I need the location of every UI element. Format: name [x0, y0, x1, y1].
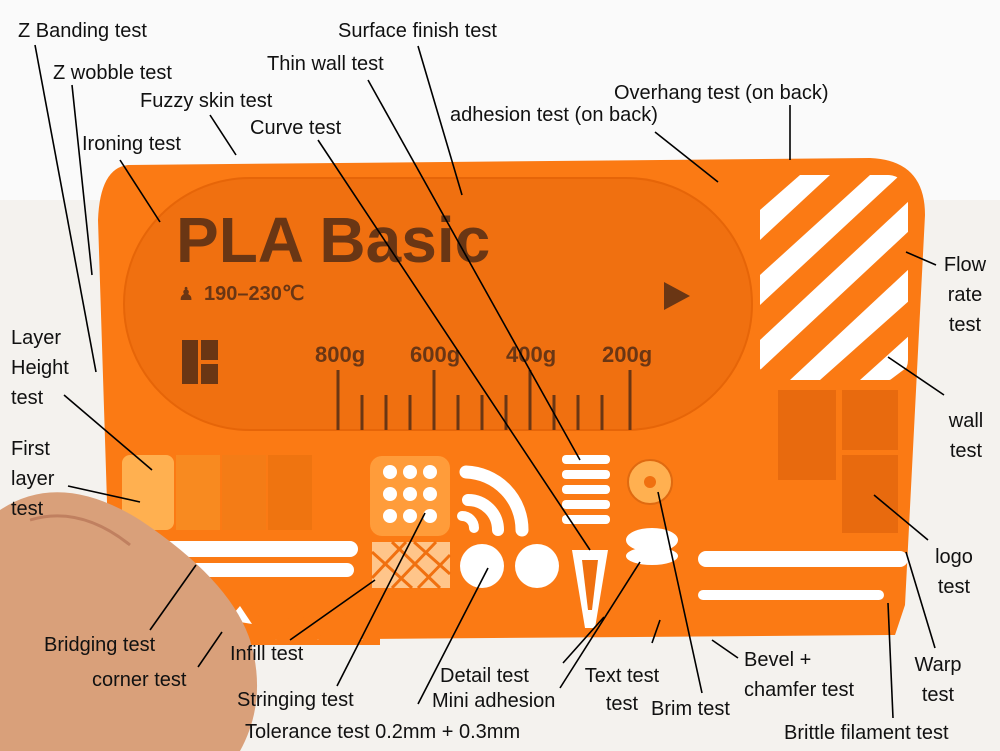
label-z-banding: Z Banding test	[18, 20, 147, 42]
brim-test-center	[644, 476, 656, 488]
label-infill: Infill test	[230, 643, 304, 665]
label-curve: Curve test	[250, 117, 342, 139]
scale-label-800g: 800g	[315, 342, 365, 367]
label-mini-adhesion: Mini adhesion	[432, 690, 556, 712]
label-tolerance: Tolerance test 0.2mm + 0.3mm	[245, 721, 521, 743]
mini-adhesion-top	[626, 528, 678, 552]
logo-mark-icon	[182, 340, 218, 384]
calibration-card: PLA Basic ♟ 190–230℃ 800g 600g 400g 200g	[98, 158, 925, 645]
scale-label-600g: 600g	[410, 342, 460, 367]
logo-test-block	[842, 455, 898, 533]
layer-height-square-2	[176, 455, 220, 530]
label-detail: Detail test	[440, 665, 529, 687]
label-surface-finish: Surface finish test	[338, 20, 497, 42]
label-bevel: Bevel + chamfer test	[744, 649, 855, 701]
label-thin-wall: Thin wall test	[267, 53, 384, 75]
thumb	[0, 492, 258, 751]
detail-test-inner	[582, 560, 598, 610]
label-corner: corner test	[92, 669, 187, 691]
card-title: PLA Basic	[176, 204, 490, 276]
infill-hatch	[370, 540, 452, 590]
weight-scale: 800g 600g 400g 200g	[315, 342, 652, 367]
label-fuzzy-skin: Fuzzy skin test	[140, 90, 273, 112]
wall-test-block-2	[842, 390, 898, 450]
label-text-test: Text test test	[584, 665, 660, 715]
wall-test-block	[778, 390, 836, 480]
label-brittle: Brittle filament test	[784, 722, 949, 744]
layer-height-square-4	[268, 455, 312, 530]
warp-bar-1	[698, 551, 908, 567]
bridging-slot-1	[128, 541, 358, 557]
label-ironing: Ironing test	[82, 133, 181, 155]
label-flow-rate: Flow rate test	[943, 254, 987, 336]
label-stringing: Stringing test	[237, 689, 354, 711]
scale-label-400g: 400g	[506, 342, 556, 367]
scale-ticks	[336, 370, 632, 430]
thin-wall-stack	[562, 455, 610, 524]
layer-height-square-3	[222, 455, 266, 530]
thumb-nail-edge	[29, 514, 131, 547]
label-z-wobble: Z wobble test	[53, 62, 172, 84]
scale-label-200g: 200g	[602, 342, 652, 367]
label-overhang: Overhang test (on back)	[614, 82, 829, 104]
curve-test-arcs	[457, 465, 529, 537]
label-logo: logo test	[935, 546, 973, 598]
play-icon	[664, 282, 690, 310]
tolerance-holes	[383, 465, 437, 523]
flow-rate-stripes	[758, 175, 908, 380]
brittle-bar	[698, 590, 884, 600]
card-temperature: 190–230℃	[204, 283, 304, 305]
nozzle-icon: ♟	[178, 284, 194, 304]
label-panel	[123, 177, 753, 431]
tolerance-circle-1	[460, 544, 504, 588]
label-wall: wall test	[948, 410, 984, 462]
label-layer-height: Layer Height test	[11, 327, 69, 409]
label-warp: Warp test	[914, 654, 962, 706]
label-adhesion: adhesion test (on back)	[450, 104, 658, 126]
first-layer-square-1	[122, 455, 174, 530]
label-bridging: Bridging test	[44, 634, 156, 656]
mini-adhesion-bottom	[626, 547, 678, 565]
corner-test-teeth	[210, 606, 380, 645]
leader-lines	[34, 44, 945, 719]
label-first-layer: First layer test	[11, 438, 55, 520]
label-brim: Brim test	[651, 698, 730, 720]
tolerance-circle-2	[515, 544, 559, 588]
